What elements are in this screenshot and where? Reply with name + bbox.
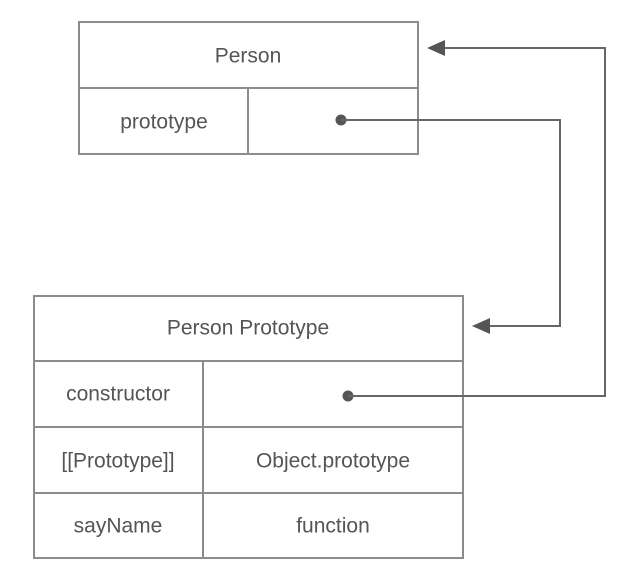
person-prototype-key: prototype xyxy=(120,111,208,134)
sayname-key: sayName xyxy=(74,515,163,538)
person-box: Person prototype xyxy=(78,21,419,155)
prototype-pointer-line xyxy=(341,119,561,327)
person-prototype-title: Person Prototype xyxy=(167,317,329,340)
internal-prototype-value: Object.prototype xyxy=(256,450,410,473)
constructor-pointer-arrow xyxy=(342,40,606,402)
person-prototype-box: Person Prototype constructor [[Prototype… xyxy=(33,295,464,559)
constructor-pointer-line xyxy=(348,47,606,397)
constructor-key: constructor xyxy=(66,383,170,406)
prototype-pointer-arrow xyxy=(335,114,561,334)
constructor-pointer-arrowhead xyxy=(427,40,445,56)
sayname-value: function xyxy=(296,515,370,538)
person-title: Person xyxy=(215,45,282,68)
prototype-pointer-arrowhead xyxy=(472,318,490,334)
internal-prototype-key: [[Prototype]] xyxy=(61,450,174,473)
